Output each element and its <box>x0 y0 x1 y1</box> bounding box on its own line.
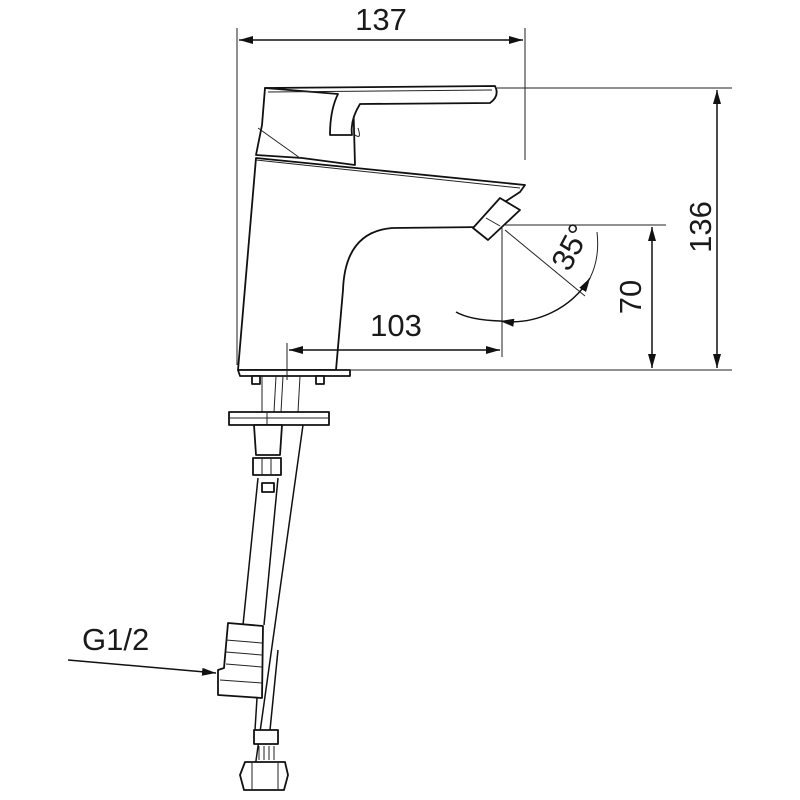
faucet-body <box>237 85 526 377</box>
dimension-label-35-degrees: 35° <box>544 218 597 276</box>
dimension-label-70: 70 <box>613 280 648 314</box>
dimension-spout-angle: 35° <box>455 218 599 327</box>
dimension-spout-height: 70 <box>505 224 666 368</box>
dimension-label-137: 137 <box>355 2 407 37</box>
mounting-assembly <box>217 375 330 791</box>
dimension-total-height: 136 <box>350 87 732 371</box>
thread-label-g1-2: G1/2 <box>82 622 149 657</box>
dimension-label-103: 103 <box>370 308 422 343</box>
dimension-total-depth: 137 <box>236 2 526 365</box>
thread-callout: G1/2 <box>67 622 217 676</box>
dimension-spout-reach: 103 <box>286 228 503 380</box>
dimension-label-136: 136 <box>683 201 718 253</box>
